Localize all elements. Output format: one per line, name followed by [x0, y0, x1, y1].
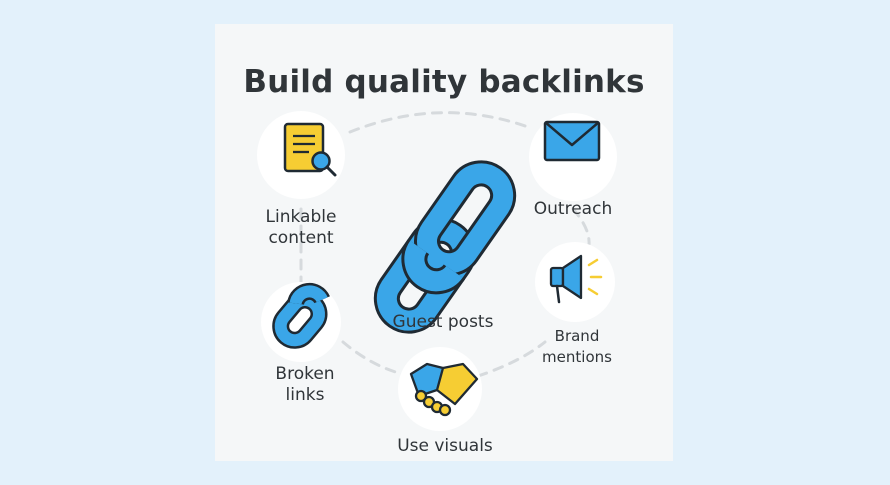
megaphone-icon: [549, 254, 603, 304]
node-label-line: links: [285, 385, 325, 405]
diagram-art: [257, 111, 617, 431]
node-label-line: Use visuals: [397, 436, 493, 456]
handshake-icon: [409, 362, 479, 417]
node-label-line: Broken: [275, 364, 335, 384]
node-label-outreach: Outreach: [523, 199, 623, 220]
node-label-broken-links: Broken links: [255, 364, 355, 406]
node-label-line: Brand: [554, 327, 600, 345]
node-label-use-visuals: Use visuals: [380, 436, 510, 457]
node-label-line: Linkable: [265, 207, 337, 227]
document-magnifier-icon: [283, 122, 337, 177]
node-label-line: Outreach: [533, 199, 613, 219]
broken-link-icon: [272, 282, 330, 349]
node-label-line: content: [268, 228, 334, 248]
node-label-guest-posts: Guest posts: [383, 312, 503, 333]
envelope-icon: [543, 120, 601, 162]
node-label-line: mentions: [542, 348, 612, 366]
node-label-linkable-content: Linkable content: [251, 207, 351, 249]
node-label-brand-mentions: Brand mentions: [527, 326, 627, 368]
infographic-card: Build quality backlinks Linkable content…: [215, 24, 673, 461]
node-label-line: Guest posts: [392, 312, 494, 332]
page-title: Build quality backlinks: [243, 64, 645, 100]
chain-link-icon: [373, 160, 517, 334]
